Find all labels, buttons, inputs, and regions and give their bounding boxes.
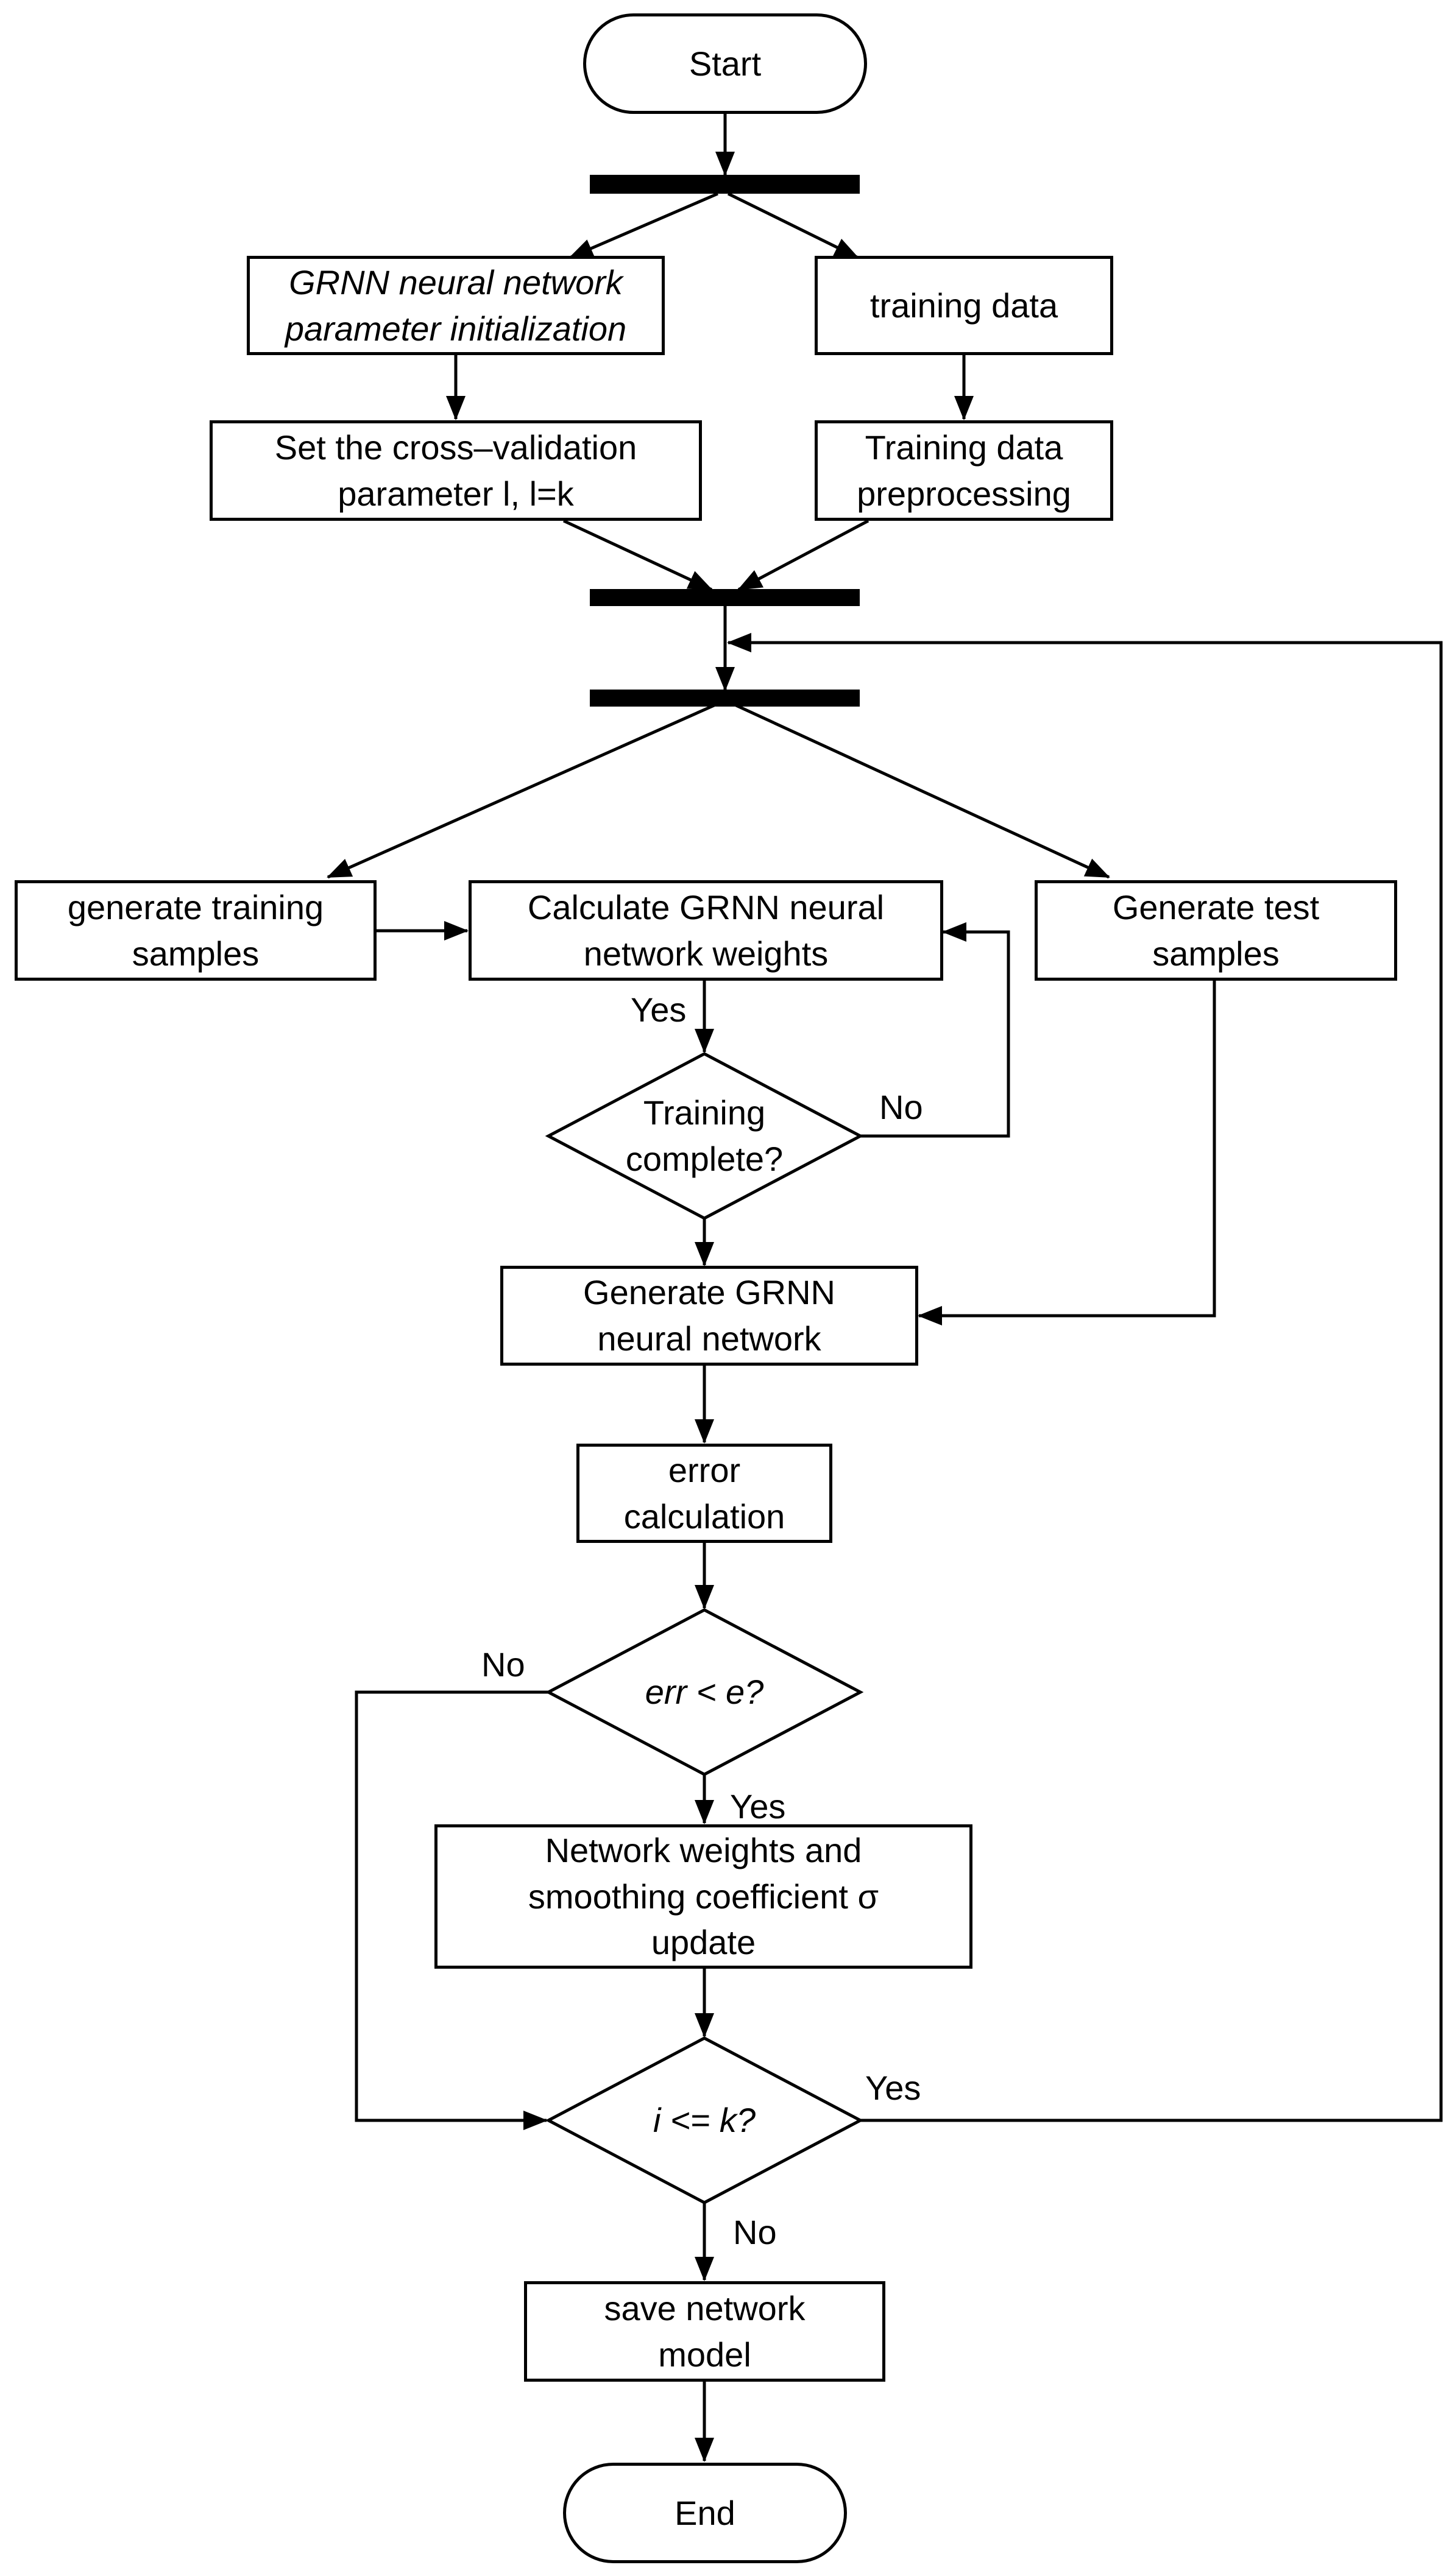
start-terminal: Start <box>583 13 867 114</box>
fork-bar-2 <box>590 690 860 707</box>
i-no-label: No <box>733 2213 777 2251</box>
training-complete-label: Training complete? <box>625 1093 784 1178</box>
calc-yes-label: Yes <box>631 990 687 1029</box>
generate-training-samples-box: generate training samples <box>15 880 377 981</box>
grnn-init-box: GRNN neural network parameter initializa… <box>247 256 665 355</box>
calculate-weights-box: Calculate GRNN neural network weights <box>469 880 943 981</box>
error-calculation-box: error calculation <box>576 1444 832 1543</box>
generate-test-samples-box: Generate test samples <box>1035 880 1397 981</box>
join-bar <box>590 589 860 606</box>
fork-bar-1 <box>590 175 860 194</box>
update-box: Network weights and smoothing coefficien… <box>434 1824 972 1969</box>
training-no-label: No <box>879 1088 923 1126</box>
save-model-box: save network model <box>524 2281 885 2382</box>
preprocessing-box: Training data preprocessing <box>815 420 1113 521</box>
generate-network-box: Generate GRNN neural network <box>500 1266 918 1366</box>
i-check-label: i <= k? <box>653 2101 756 2140</box>
training-data-box: training data <box>815 256 1113 355</box>
err-check-label: err < e? <box>645 1673 764 1712</box>
i-yes-label: Yes <box>865 2069 921 2107</box>
err-no-label: No <box>481 1645 525 1684</box>
end-terminal: End <box>563 2463 847 2563</box>
cross-validation-box: Set the cross–validation parameter l, l=… <box>210 420 702 521</box>
err-yes-label: Yes <box>730 1787 786 1826</box>
